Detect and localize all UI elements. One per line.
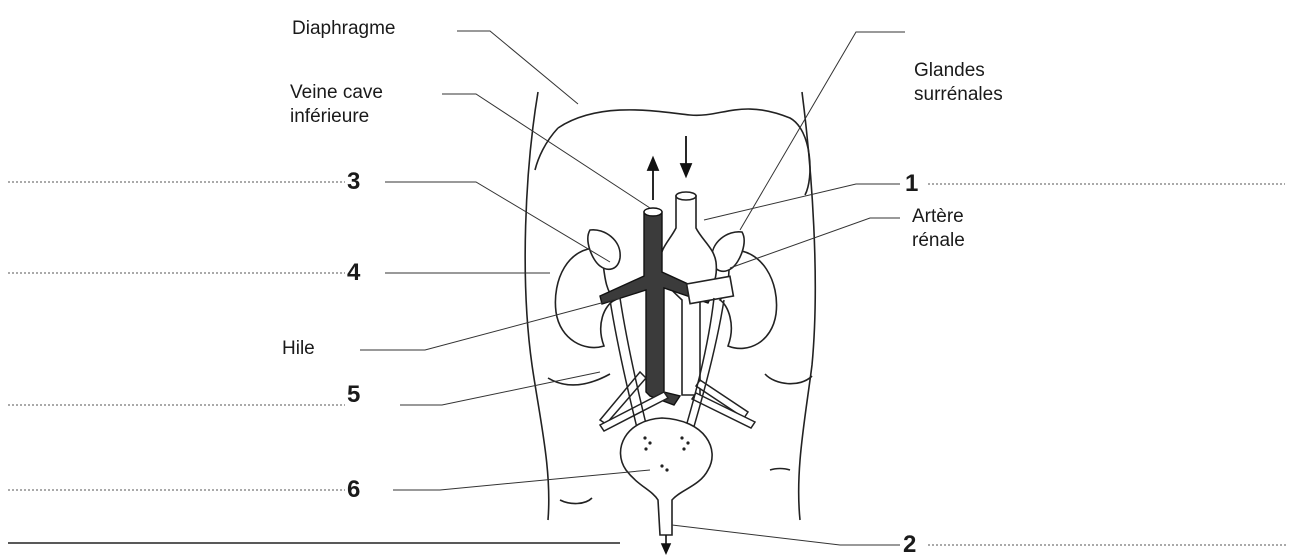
label-glandes-line1: Glandes — [914, 60, 985, 82]
number-3: 3 — [347, 170, 360, 194]
number-1: 1 — [905, 172, 918, 196]
number-2: 2 — [903, 533, 916, 557]
label-veine-cave-line2: inférieure — [290, 106, 369, 128]
bladder — [621, 418, 713, 535]
left-kidney — [555, 230, 620, 348]
label-artere-line2: rénale — [912, 230, 965, 252]
label-glandes-line2: surrénales — [914, 84, 1003, 106]
number-5: 5 — [347, 383, 360, 407]
arrow-down-icon — [681, 136, 691, 176]
number-4: 4 — [347, 261, 360, 285]
label-hile: Hile — [282, 338, 315, 360]
label-diaphragme: Diaphragme — [292, 18, 396, 40]
arrow-up-icon — [648, 158, 658, 200]
urine-arrow-down-icon — [662, 535, 670, 553]
label-artere-line1: Artère — [912, 206, 964, 228]
number-6: 6 — [347, 478, 360, 502]
label-veine-cave-line1: Veine cave — [290, 82, 383, 104]
